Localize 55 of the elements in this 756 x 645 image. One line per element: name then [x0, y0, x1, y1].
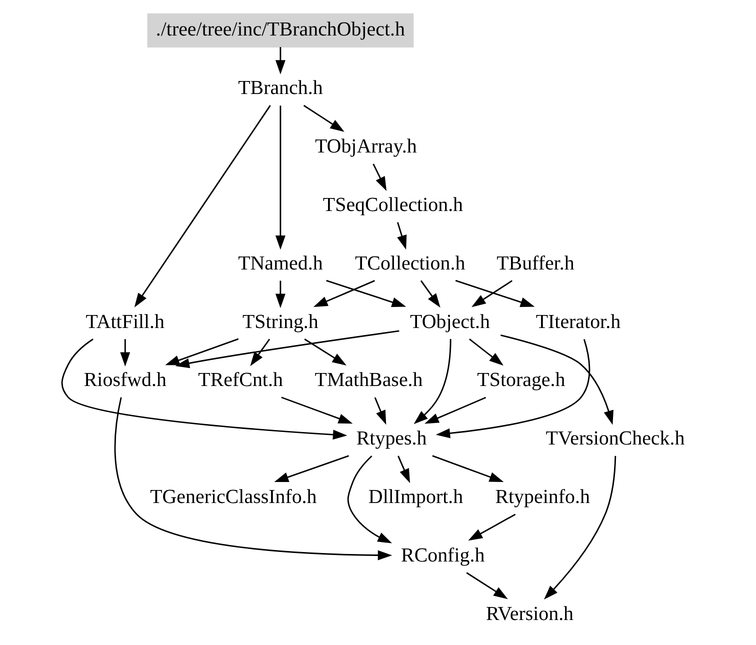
arrow: [275, 106, 286, 250]
node-text: TStorage.h: [477, 369, 566, 392]
node-text: TRefCnt.h: [198, 369, 283, 392]
arrow: [469, 338, 504, 366]
arrow: [455, 280, 535, 307]
node-text: TString.h: [242, 310, 318, 333]
node-text: TCollection.h: [354, 252, 466, 274]
arrow: [466, 572, 508, 600]
node-text: TNamed.h: [238, 252, 323, 274]
node-text: TGenericClassInfo.h: [150, 486, 317, 508]
arrow: [396, 222, 407, 250]
arrow: [424, 396, 486, 424]
node-text: Rtypeinfo.h: [495, 486, 590, 508]
arrow: [326, 280, 406, 307]
arrow: [313, 280, 375, 307]
node-text: TVersionCheck.h: [546, 428, 685, 450]
arrow: [250, 338, 270, 366]
arrow: [468, 514, 516, 541]
arrow: [472, 280, 512, 308]
arrow: [372, 164, 387, 192]
node-text: TMathBase.h: [314, 369, 423, 392]
arrow: [414, 338, 452, 424]
arrow: [420, 280, 440, 308]
arrow: [303, 104, 344, 132]
node-text: TObject.h: [410, 310, 490, 333]
node-text: TBuffer.h: [496, 252, 574, 274]
arrow: [114, 397, 392, 560]
arrow: [175, 330, 400, 368]
arrow: [134, 105, 271, 308]
arrow: [544, 456, 616, 600]
arrow: [374, 397, 386, 425]
arrow: [281, 396, 353, 424]
arrow: [165, 338, 239, 366]
node-text: TBranch.h: [238, 77, 323, 100]
node-text: RVersion.h: [486, 602, 574, 625]
arrow: [347, 455, 392, 544]
arrow: [500, 334, 614, 425]
arrow: [304, 338, 346, 366]
node-text: DllImport.h: [368, 486, 464, 508]
arrow: [275, 47, 286, 74]
arrow: [432, 455, 504, 482]
node-text: RConfig.h: [401, 544, 485, 566]
node-text: Riosfwd.h: [84, 369, 166, 392]
arrow: [436, 339, 590, 438]
arrow: [61, 338, 348, 440]
node-text: TIterator.h: [536, 310, 621, 333]
node-text: TAttFill.h: [86, 310, 165, 333]
arrow: [398, 456, 410, 484]
arrow: [275, 280, 286, 308]
arrow: [274, 455, 350, 482]
node-box: ./tree/tree/inc/TBranchObject.h: [147, 13, 414, 48]
arrow: [120, 339, 130, 366]
node-text: Rtypes.h: [356, 428, 427, 450]
node-text: TObjArray.h: [314, 136, 417, 158]
node-text: TSeqCollection.h: [322, 194, 464, 216]
